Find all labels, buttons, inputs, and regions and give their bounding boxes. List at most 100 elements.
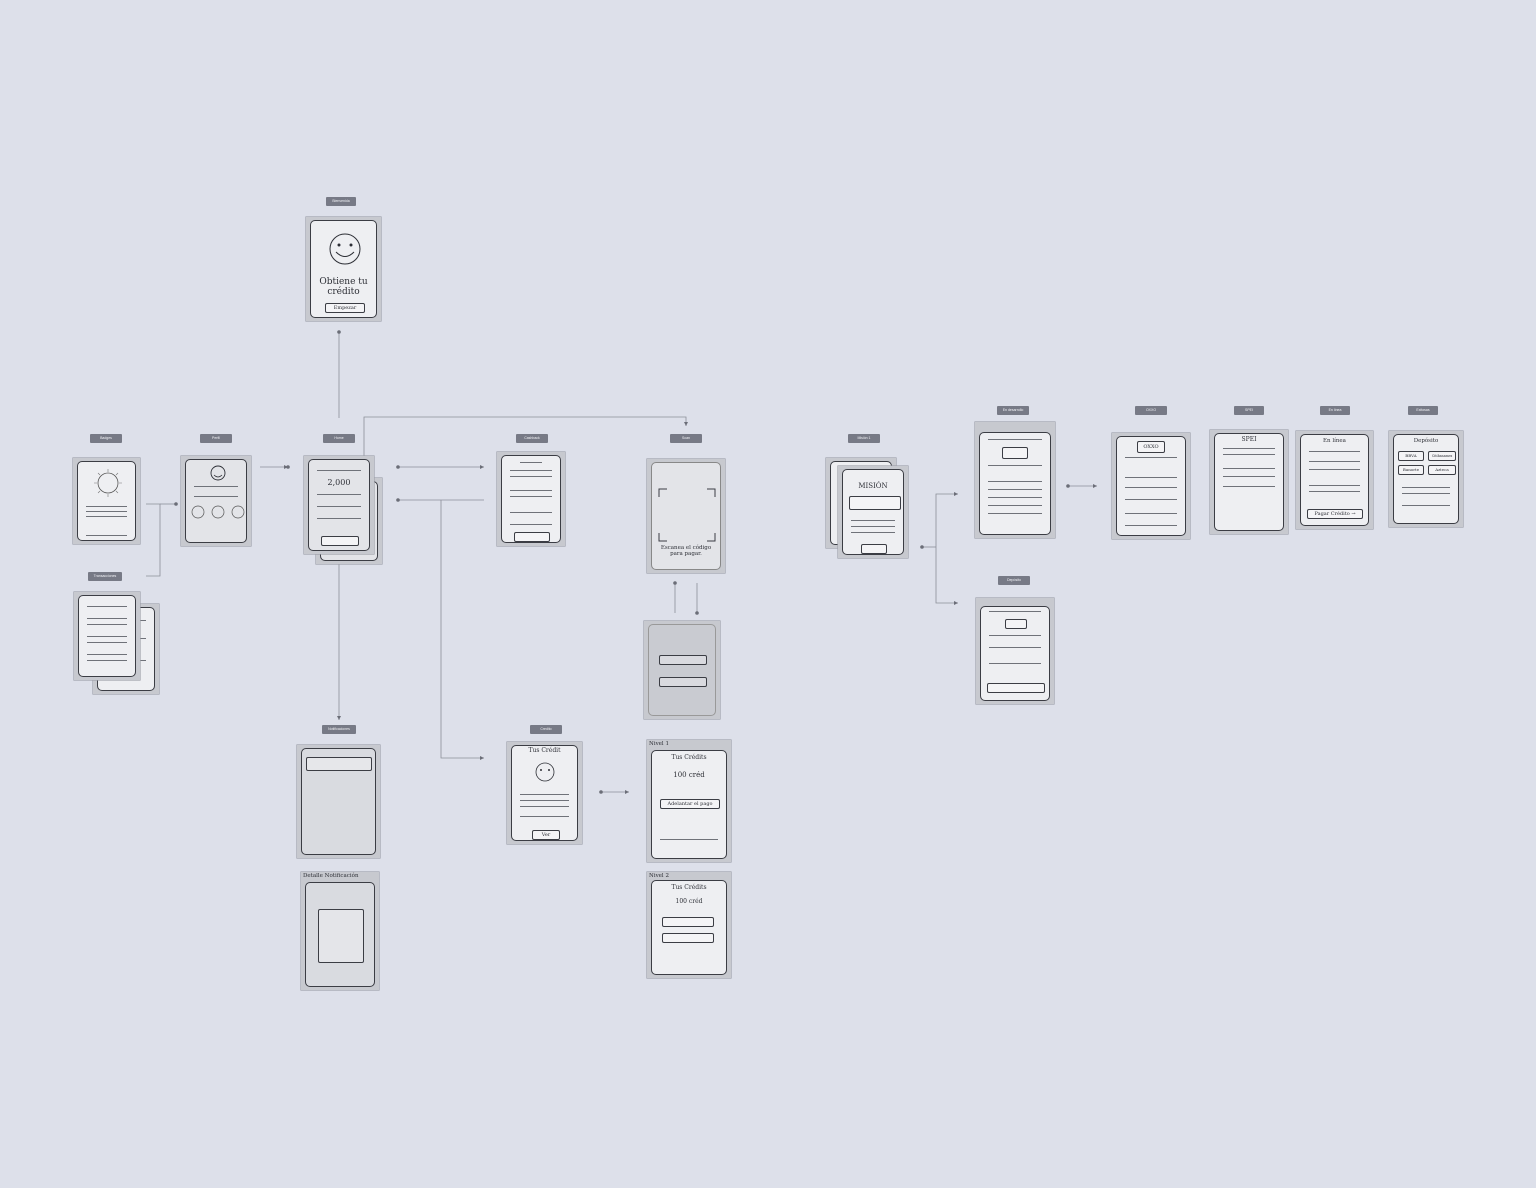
screen-oxxo[interactable]: OXXO [1112,433,1190,539]
text-line [988,465,1042,466]
text-line [851,526,895,527]
text-line [1309,451,1360,452]
sketch-paper [979,432,1051,535]
text-line [87,660,127,661]
screen-credito-nivel2[interactable]: Nivel 2 Tus Crédits 100 créd [647,872,731,978]
ver-credito-button[interactable]: Ver crédito [532,830,560,840]
text-line [87,624,127,625]
screen-cashback[interactable] [497,452,565,546]
text-line [1223,476,1275,477]
text-line [1125,477,1177,478]
bank-azteca[interactable]: Azteca [1428,465,1456,475]
spei-title: SPEI [1241,436,1257,443]
sketch-paper [77,461,136,541]
text-line [1125,525,1177,526]
sketch-paper: 2,000 [308,459,370,551]
sketch-paper: MISIÓN [842,469,904,555]
sketch-paper [980,606,1050,701]
adelantar-pago-button[interactable]: Adelantar el pago [660,799,720,809]
screen-en-desarrollo[interactable] [975,422,1055,538]
tag-mision: Misión 1 [848,434,880,443]
sketch-paper: Tus Crédit Ver crédito [511,745,578,841]
tag-en-linea: En línea [1320,406,1350,415]
sketch-paper: Tus Crédits 100 créd Adelantar el pago [651,750,727,859]
screen-transacciones[interactable] [74,592,140,680]
screen-exitosas[interactable]: Depósito BBVA Citibanamex Banorte Azteca [1389,431,1463,527]
screen-notificaciones[interactable] [297,745,380,858]
code-box [1002,447,1028,459]
screen-badges[interactable] [73,458,140,544]
pagar-credito-button[interactable]: Pagar Crédito → [1307,509,1363,519]
badges-row [191,505,245,519]
deposit-button[interactable] [987,683,1045,693]
notif-detail-header: Detalle Notificación [303,873,359,879]
screen-home[interactable]: 2,000 [304,456,374,554]
cashback-button[interactable] [514,532,550,542]
screen-en-linea[interactable]: En línea Pagar Crédito → [1296,431,1373,529]
empezar-button[interactable]: Empezar [325,303,365,313]
text-line [851,532,895,533]
text-line [86,516,127,517]
text-line [989,647,1041,648]
screen-mision[interactable]: MISIÓN [838,466,908,558]
text-line [1223,468,1275,469]
level2-amount: 100 créd [675,898,703,905]
tag-bienvenida: Bienvenida [326,197,356,206]
screen-credito-nivel1[interactable]: Nivel 1 Tus Crédits 100 créd Adelantar e… [647,740,731,862]
welcome-line1: Obtiene tu [319,277,368,287]
sketch-paper [501,455,561,543]
text-line [1125,457,1177,458]
scan-frame-icon [658,488,716,542]
scan-instruction: Escanea el código para pagar. [660,545,712,558]
screen-credito[interactable]: Tus Crédit Ver crédito [507,742,582,844]
text-line [520,800,569,801]
tag-spei: SPEI [1234,406,1264,415]
text-line [1402,487,1450,488]
sketch-paper: Depósito BBVA Citibanamex Banorte Azteca [1393,434,1459,524]
screen-detalle-notificacion[interactable]: Detalle Notificación [301,872,379,990]
bank-banorte[interactable]: Banorte [1398,465,1424,475]
mision-button[interactable] [861,544,887,554]
screen-perfil[interactable] [181,456,251,546]
text-line [87,642,127,643]
text-line [1223,454,1275,455]
text-line [317,494,361,495]
text-line [510,512,552,513]
home-balance: 2,000 [327,478,351,487]
text-line [660,839,718,840]
sketch-paper [305,882,375,987]
bank-citibanamex[interactable]: Citibanamex [1428,451,1456,461]
result-option-2[interactable] [659,677,707,687]
level2-option-1[interactable] [662,917,714,927]
text-line [1125,513,1177,514]
level2-option-2[interactable] [662,933,714,943]
text-line [87,618,127,619]
tag-perfil: Perfil [200,434,232,443]
notification-item[interactable] [306,757,372,771]
mision-title: MISIÓN [858,482,888,490]
sketch-paper: OXXO [1116,436,1186,536]
screen-bienvenida[interactable]: Obtiene tu crédito Empezar [306,217,381,321]
screen-spei[interactable]: SPEI [1210,430,1288,534]
screen-deposito[interactable] [976,598,1054,704]
text-line [989,611,1041,612]
result-option-1[interactable] [659,655,707,665]
sketch-paper: Obtiene tu crédito Empezar [310,220,377,318]
text-line [520,816,569,817]
screen-scan[interactable]: Escanea el código para pagar. [647,459,725,573]
notif-modal [318,909,364,963]
text-line [317,518,361,519]
bank-bbva[interactable]: BBVA [1398,451,1424,461]
sketch-paper: Escanea el código para pagar. [651,462,721,570]
screen-scan-result[interactable] [644,621,720,719]
text-line [1125,499,1177,500]
text-line [1223,448,1275,449]
text-line [87,654,127,655]
sketch-paper [301,748,376,855]
home-action-button[interactable] [321,536,359,546]
text-line [86,511,127,512]
tag-exitosas: Exitosas [1408,406,1438,415]
tag-transacciones: Transacciones [88,572,122,581]
level2-header: Nivel 2 [649,873,669,879]
